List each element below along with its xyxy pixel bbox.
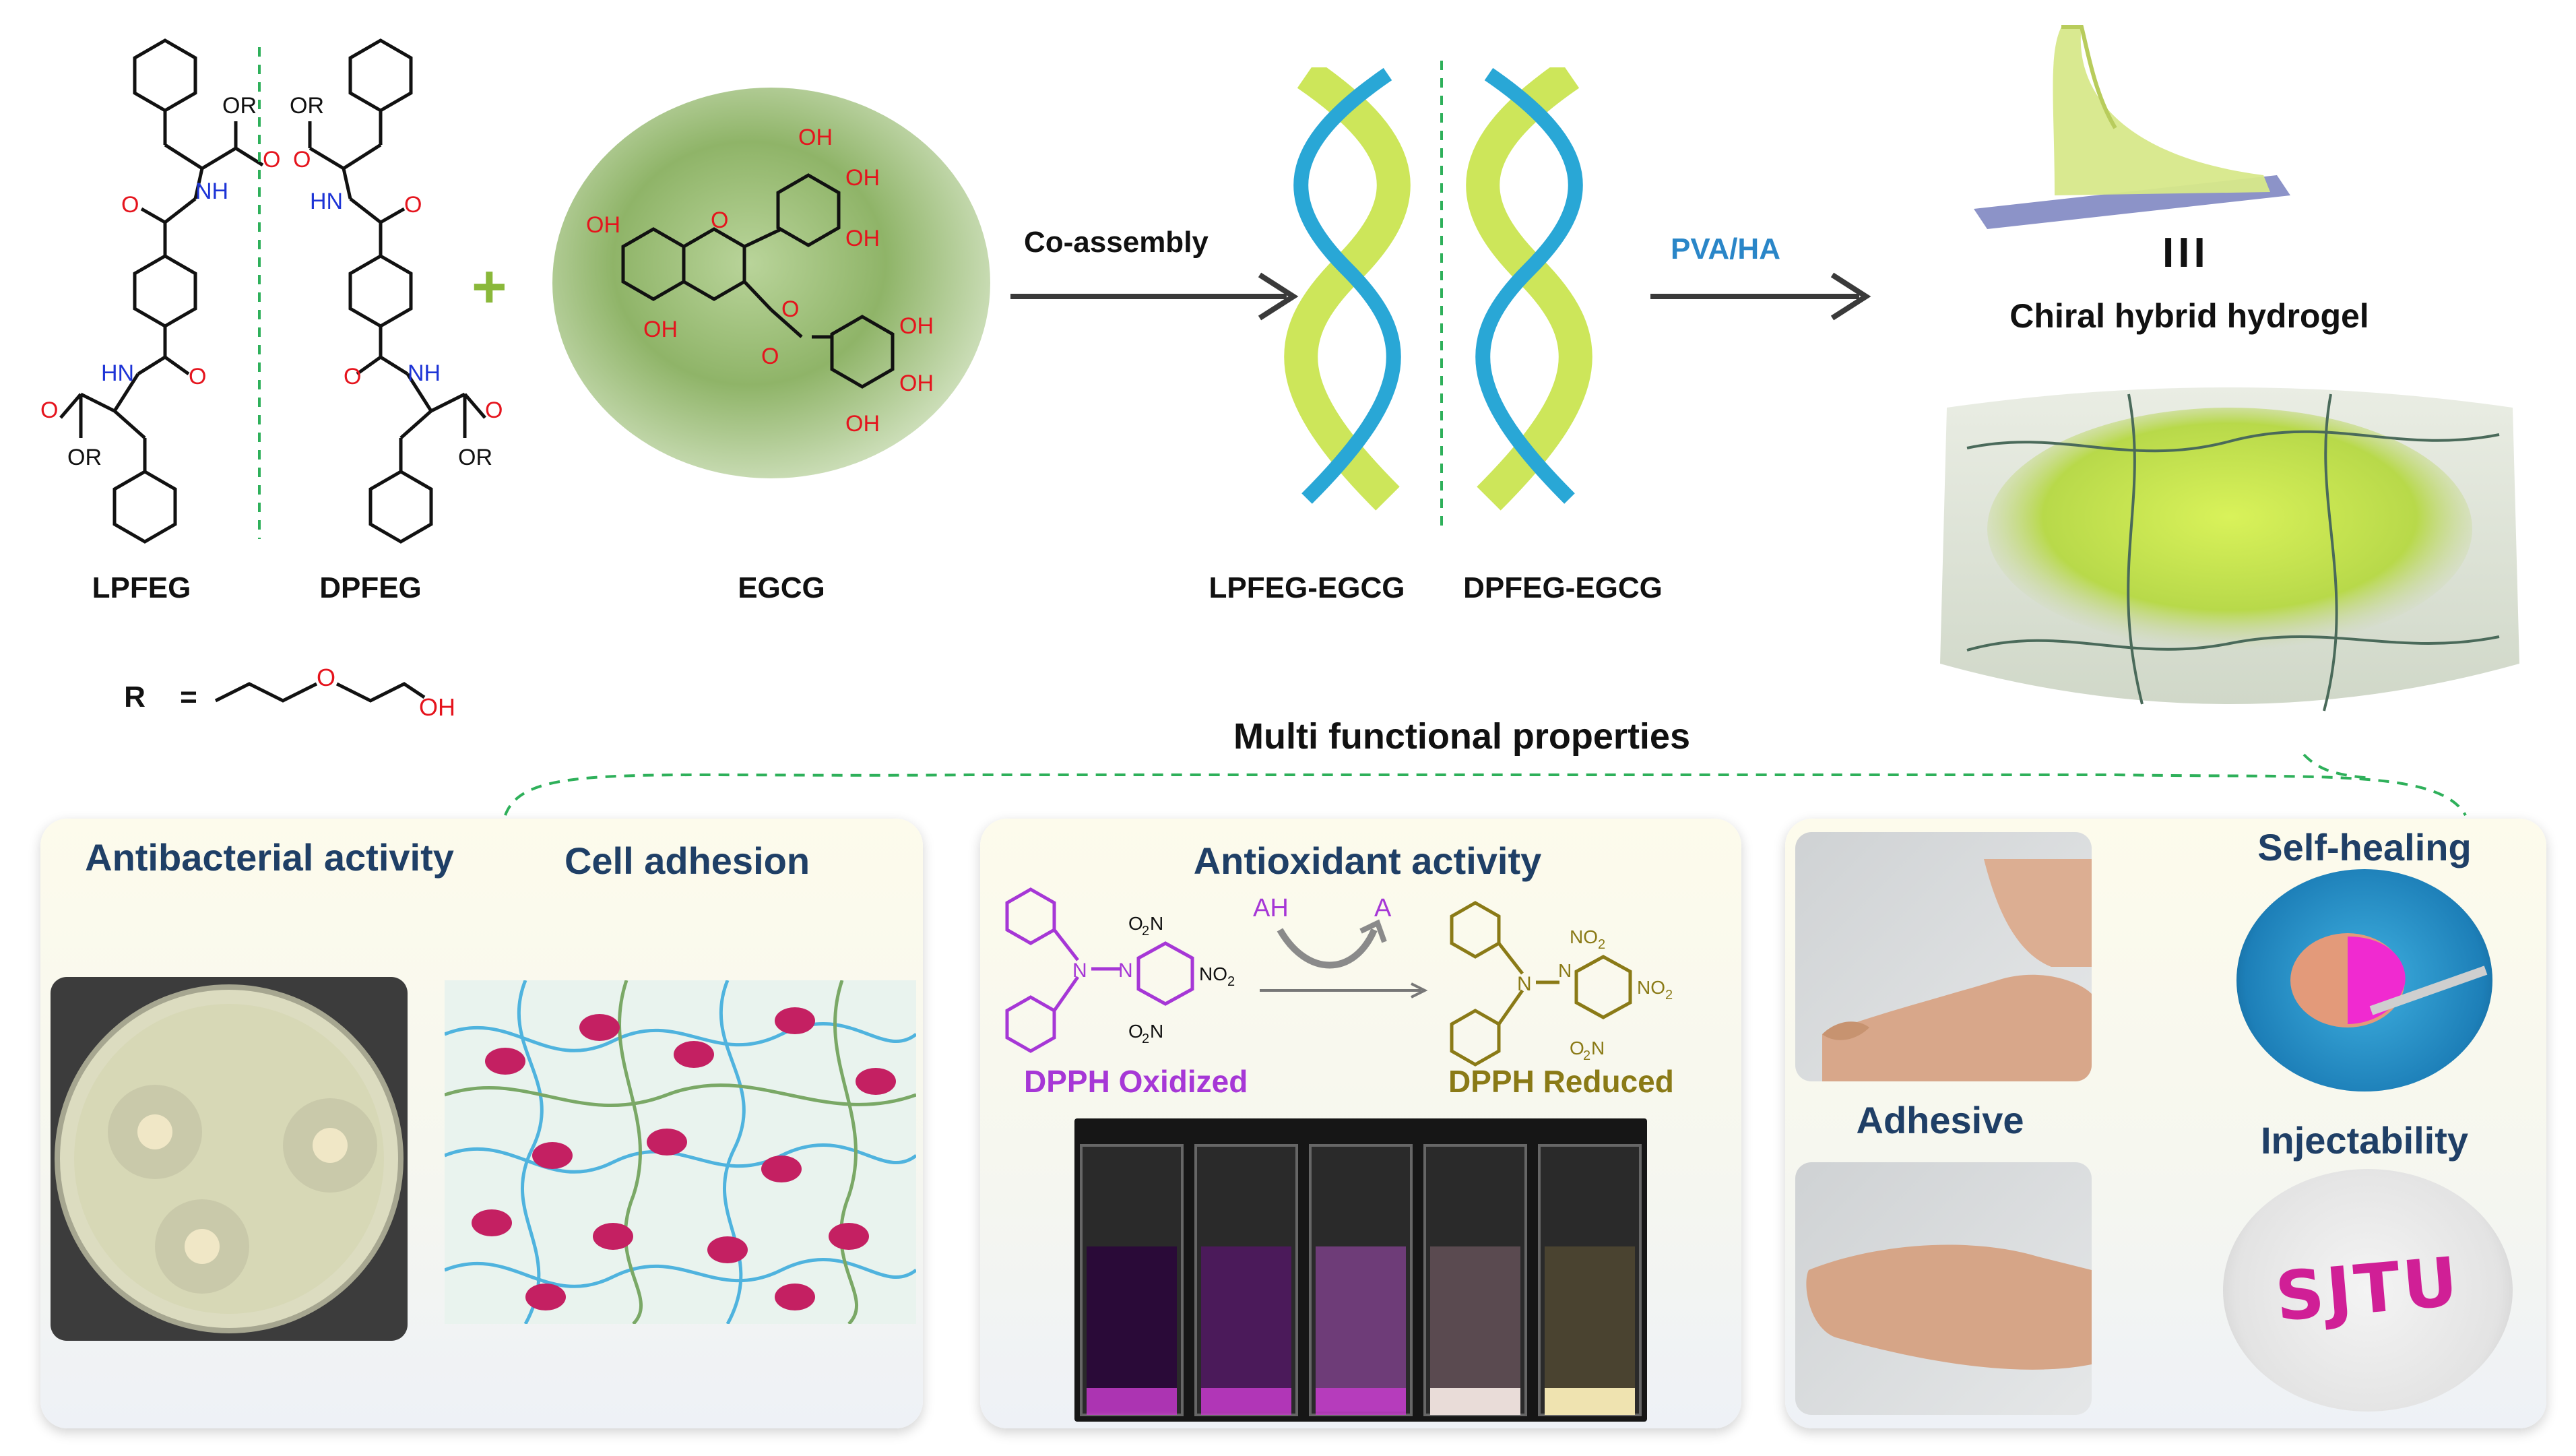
adhesive-title: Adhesive — [1856, 1099, 2024, 1141]
egcg-label: EGCG — [738, 571, 825, 604]
dpph-oxidized-label: DPPH Oxidized — [1024, 1064, 1248, 1099]
r-equals: = — [180, 680, 197, 714]
finger-bent-photo — [1795, 832, 2092, 1081]
multi-functional-title: Multi functional properties — [1233, 716, 1690, 757]
nh-atom: NH — [195, 179, 228, 204]
svg-text:N: N — [1558, 960, 1572, 981]
oh-atom: OH — [643, 317, 678, 342]
no2-label: N — [1591, 1038, 1605, 1058]
hn-atom: HN — [310, 189, 343, 214]
no2-label: NO — [1199, 963, 1227, 984]
petri-dish-photo — [51, 977, 408, 1341]
r-label: R — [124, 680, 146, 714]
o-atom: O — [317, 667, 335, 691]
no2-sub: 2 — [1142, 1032, 1149, 1046]
left-helix — [1284, 67, 1411, 511]
dpph-reduced-label: DPPH Reduced — [1448, 1064, 1674, 1099]
o-atom: O — [121, 192, 139, 218]
dpph-reaction-scheme: N N O 2 N NO 2 O 2 N AH A N N NO 2 NO 2 … — [1005, 887, 1673, 1067]
lpfeg-egcg-label: LPFEG-EGCG — [1209, 571, 1405, 604]
svg-text:N: N — [1517, 973, 1532, 995]
hydrogel-film-on-slide — [1974, 25, 2290, 229]
hydrogel-title: Chiral hybrid hydrogel — [2009, 297, 2369, 335]
no2-sub: 2 — [1142, 924, 1149, 939]
oh-atom: OH — [845, 411, 880, 437]
o-atom: O — [344, 364, 361, 389]
no2-label: O — [1128, 1021, 1143, 1042]
no2-sub: 2 — [1598, 937, 1605, 952]
injectability-dish: SJTU — [2223, 1169, 2513, 1412]
self-healing-photo — [2236, 869, 2492, 1091]
r-group-structure: O OH — [214, 667, 455, 721]
right-helix — [1466, 67, 1592, 511]
dashed-bracket — [504, 753, 2467, 816]
co-assembly-arrow — [1010, 272, 1299, 321]
oh-atom: OH — [899, 313, 934, 339]
oh-atom: OH — [586, 212, 620, 238]
egcg-structure: OH OH O OH OH OH O O OH OH OH — [586, 125, 934, 437]
lpfeg-structure: OR O NH O O HN O OR OR O HN O O NH O OR — [40, 38, 503, 544]
no2-sub: 2 — [1583, 1048, 1590, 1063]
a-radical-label: A — [1374, 894, 1392, 922]
no2-label: NO — [1637, 977, 1665, 998]
self-healing-title: Self-healing — [2257, 826, 2472, 868]
injectability-title: Injectability — [2260, 1119, 2469, 1162]
cuvettes-photo — [1074, 1118, 1647, 1422]
dpfeg-egcg-label: DPFEG-EGCG — [1463, 571, 1663, 604]
svg-text:N: N — [1072, 959, 1087, 982]
svg-text:N: N — [1118, 959, 1133, 982]
no2-label: NO — [1570, 926, 1598, 947]
plus-sign: + — [472, 253, 507, 321]
no2-label: O — [1128, 913, 1143, 934]
no2-label: N — [1150, 913, 1163, 934]
o-atom: O — [761, 344, 779, 369]
or-atom: OR — [290, 93, 324, 119]
o-atom: O — [40, 398, 58, 423]
or-atom: OR — [67, 445, 102, 470]
oh-atom: OH — [845, 226, 880, 251]
helix-separator — [1440, 61, 1443, 526]
cell-network-image — [445, 980, 916, 1324]
cell-adhesion-title: Cell adhesion — [564, 840, 810, 882]
o-atom: O — [485, 398, 503, 423]
or-atom: OR — [222, 93, 257, 119]
o-atom: O — [404, 192, 422, 218]
finger-straight-photo — [1795, 1162, 2092, 1415]
no2-sub: 2 — [1665, 988, 1673, 1003]
no2-sub: 2 — [1227, 974, 1235, 989]
pva-ha-arrow — [1650, 272, 1871, 321]
o-atom: O — [781, 296, 799, 322]
ah-label: AH — [1253, 894, 1289, 922]
o-atom: O — [293, 147, 311, 172]
oh-atom: OH — [798, 125, 833, 150]
antibacterial-title: Antibacterial activity — [85, 836, 454, 879]
co-assembly-label: Co-assembly — [1024, 226, 1209, 259]
oh-atom: OH — [845, 165, 880, 191]
o-atom: O — [711, 208, 728, 233]
lpfeg-label: LPFEG — [92, 571, 191, 604]
dpfeg-label: DPFEG — [319, 571, 422, 604]
pva-ha-label: PVA/HA — [1671, 232, 1780, 265]
equivalence-symbol: III — [2162, 230, 2210, 276]
no2-label: O — [1570, 1038, 1584, 1058]
nh-atom: NH — [408, 360, 441, 386]
antioxidant-title: Antioxidant activity — [1193, 840, 1542, 882]
no2-label: N — [1150, 1021, 1163, 1042]
oh-atom: OH — [419, 693, 455, 721]
o-atom: O — [263, 147, 280, 172]
o-atom: O — [189, 364, 206, 389]
sjtu-text: SJTU — [2272, 1242, 2464, 1337]
or-atom: OR — [458, 445, 492, 470]
hn-atom: HN — [101, 360, 134, 386]
hydrogel-cube — [1940, 387, 2519, 711]
oh-atom: OH — [899, 371, 934, 396]
